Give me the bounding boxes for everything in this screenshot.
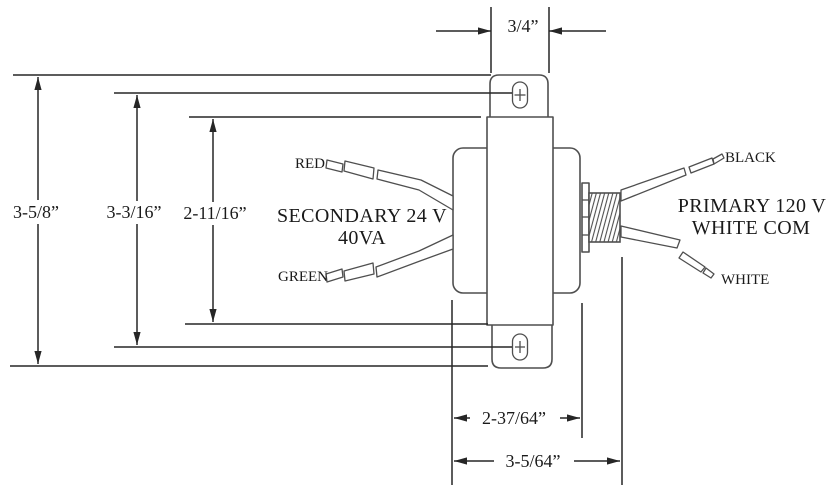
red-wire (325, 159, 454, 211)
primary-winding-label-line2: WHITE COM (692, 217, 811, 239)
dim-label-body-height: 2-11/16” (183, 203, 246, 223)
top-mounting-tab (489, 74, 549, 121)
wire-label-black: BLACK (725, 150, 776, 166)
dim-label-slot-centers: 3-3/16” (107, 202, 162, 222)
primary-wires (620, 153, 725, 279)
bottom-slot-oval (511, 333, 529, 361)
green-wire (325, 234, 454, 283)
labels: 3/4” 3-5/8” 3-3/16” 2-11/16” 2-37/64” 3-… (13, 16, 826, 471)
transformer-body (452, 74, 621, 369)
conduit-fitting (581, 182, 621, 253)
black-wire (620, 153, 725, 202)
wire-label-white: WHITE (721, 272, 769, 288)
red-wire-crimp (343, 160, 375, 180)
white-wire (620, 225, 715, 279)
top-slot-oval (511, 81, 529, 109)
dimension-lines (10, 7, 623, 485)
secondary-winding-label-line1: SECONDARY 24 V (277, 205, 447, 227)
dim-label-bracket-width: 3/4” (508, 16, 539, 36)
dim-label-overall-height: 3-5/8” (13, 202, 59, 222)
wire-label-green: GREEN (278, 269, 328, 285)
primary-winding-label-line1: PRIMARY 120 V (678, 195, 827, 217)
bottom-mounting-tab (491, 321, 553, 369)
green-wire-crimp (343, 262, 375, 282)
white-wire-lead (620, 225, 681, 249)
green-wire-terminal (325, 268, 344, 283)
wire-label-red: RED (295, 156, 325, 172)
secondary-winding-label-line2: 40VA (338, 227, 386, 249)
secondary-wires (325, 159, 454, 283)
black-wire-crimp (688, 157, 715, 174)
threaded-nipple (588, 192, 621, 243)
bottom-mounting-slot (511, 333, 529, 361)
red-wire-lead (376, 169, 454, 211)
mounting-strap (486, 116, 554, 326)
black-wire-lead (620, 167, 687, 202)
black-wire-terminal (712, 153, 725, 165)
white-wire-terminal (702, 267, 715, 279)
red-wire-terminal (325, 159, 344, 173)
top-mounting-slot (511, 81, 529, 109)
dim-label-body-depth: 2-37/64” (482, 408, 546, 428)
white-wire-crimp (678, 251, 706, 273)
green-wire-lead (375, 234, 454, 278)
dim-label-overall-depth: 3-5/64” (506, 451, 561, 471)
